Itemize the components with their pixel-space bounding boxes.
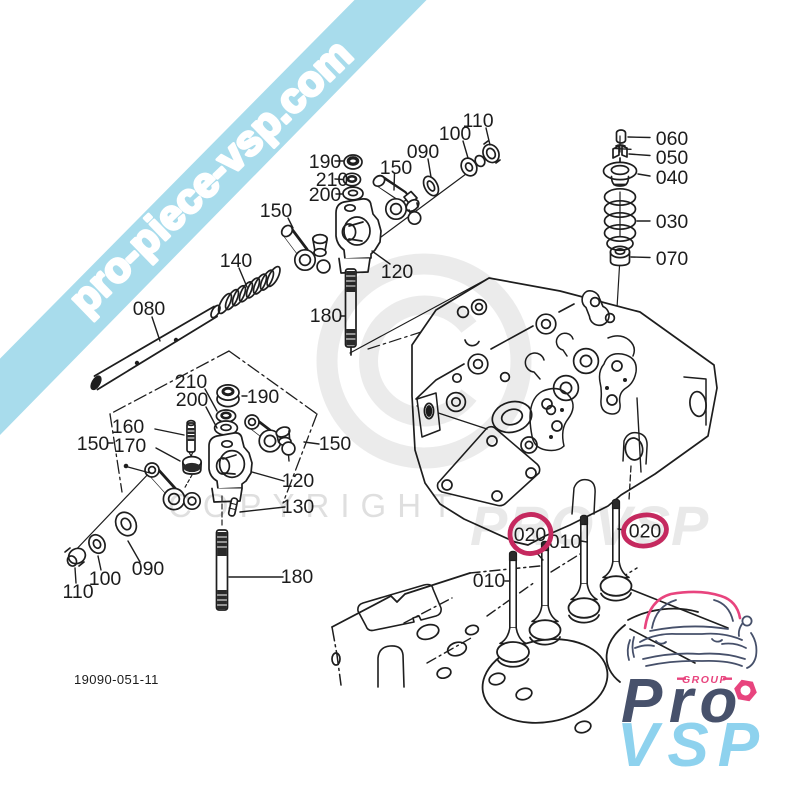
svg-text:140: 140	[220, 250, 253, 272]
svg-text:210: 210	[316, 169, 349, 191]
svg-text:190: 190	[247, 386, 280, 408]
svg-text:040: 040	[656, 167, 689, 189]
svg-text:070: 070	[656, 248, 689, 270]
svg-text:VSP: VSP	[617, 711, 768, 780]
svg-text:090: 090	[132, 558, 165, 580]
svg-text:200: 200	[176, 389, 209, 411]
svg-text:010: 010	[549, 531, 582, 553]
svg-text:020: 020	[514, 524, 547, 546]
svg-text:200: 200	[309, 184, 342, 206]
svg-text:110: 110	[62, 581, 93, 603]
svg-text:150: 150	[260, 200, 293, 222]
svg-text:120: 120	[381, 261, 414, 283]
svg-text:GROUP: GROUP	[682, 674, 728, 686]
svg-text:100: 100	[439, 123, 472, 145]
svg-text:110: 110	[462, 110, 493, 132]
svg-text:COPYRIGHT: COPYRIGHT	[168, 487, 463, 524]
svg-text:160: 160	[112, 416, 145, 438]
svg-text:150: 150	[77, 433, 110, 455]
svg-text:150: 150	[319, 433, 352, 455]
svg-text:100: 100	[89, 568, 122, 590]
svg-text:190: 190	[309, 151, 342, 173]
svg-text:Pro: Pro	[621, 667, 744, 736]
svg-text:150: 150	[380, 157, 413, 179]
svg-text:130: 130	[282, 496, 315, 518]
svg-text:080: 080	[133, 298, 166, 320]
svg-text:180: 180	[281, 566, 314, 588]
svg-text:120: 120	[282, 470, 315, 492]
svg-text:030: 030	[656, 211, 689, 233]
svg-text:060: 060	[656, 128, 689, 150]
svg-text:050: 050	[656, 147, 689, 169]
svg-text:19090-051-11: 19090-051-11	[74, 672, 159, 687]
svg-text:210: 210	[175, 371, 208, 393]
svg-text:020: 020	[629, 521, 662, 543]
svg-text:170: 170	[114, 435, 147, 457]
svg-text:010: 010	[473, 570, 506, 592]
svg-text:180: 180	[310, 305, 343, 327]
svg-text:PROVSP: PROVSP	[470, 494, 709, 557]
svg-text:090: 090	[407, 141, 440, 163]
